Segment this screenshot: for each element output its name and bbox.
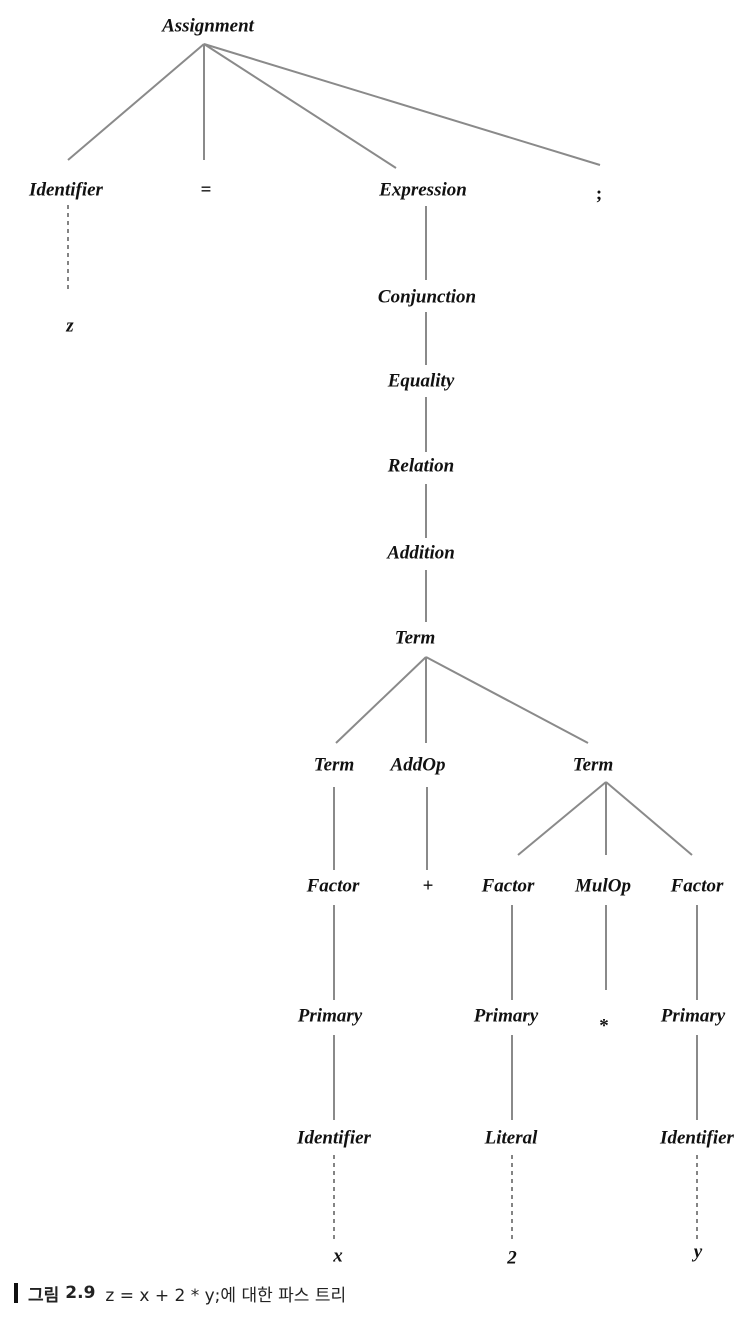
node-equality: Equality (387, 370, 455, 392)
node-identifier-y: Identifier (660, 1127, 734, 1149)
node-addition: Addition (387, 542, 455, 564)
node-identifier-x: Identifier (297, 1127, 371, 1149)
node-factor-2: Factor (481, 875, 535, 897)
edge-assignment-expression (203, 43, 397, 169)
node-plus: + (422, 875, 434, 897)
node-relation: Relation (387, 455, 455, 477)
node-term-right: Term (572, 754, 614, 776)
caption-bar (14, 1283, 18, 1303)
edge-term-term-left (335, 656, 427, 744)
figure-caption: 그림 2.9 z = x + 2 * y;에 대한 파스 트리 (14, 1280, 346, 1306)
node-primary-x: Primary (297, 1005, 363, 1027)
node-mulop: MulOp (575, 875, 631, 897)
node-conjunction: Conjunction (377, 286, 477, 308)
node-factor-y: Factor (670, 875, 724, 897)
node-x: x (333, 1245, 343, 1267)
node-primary-y: Primary (660, 1005, 726, 1027)
node-term-top: Term (394, 627, 436, 649)
node-literal-2: Literal (484, 1127, 538, 1149)
node-two: 2 (507, 1247, 517, 1269)
caption-text: z = x + 2 * y;에 대한 파스 트리 (105, 1285, 347, 1306)
caption-label: 그림 (28, 1285, 60, 1306)
node-assignment: Assignment (162, 15, 254, 37)
node-semicolon: ; (595, 183, 603, 205)
node-expression: Expression (379, 179, 467, 201)
node-z: z (66, 315, 74, 337)
node-addop: AddOp (390, 754, 446, 776)
edge-term-term-right (425, 656, 589, 744)
node-identifier-left: Identifier (29, 179, 103, 201)
node-equals: = (200, 179, 212, 201)
edge-term-factor-y (605, 781, 693, 856)
node-y: y (693, 1241, 703, 1263)
edge-term-factor-2 (517, 781, 607, 856)
node-term-left: Term (313, 754, 355, 776)
node-star: * (599, 1015, 609, 1037)
node-factor-x: Factor (306, 875, 360, 897)
edge-assignment-semicolon (203, 43, 601, 166)
edge-assignment-identifier (67, 43, 205, 161)
node-primary-2: Primary (473, 1005, 539, 1027)
caption-number: 2.9 (65, 1283, 96, 1303)
